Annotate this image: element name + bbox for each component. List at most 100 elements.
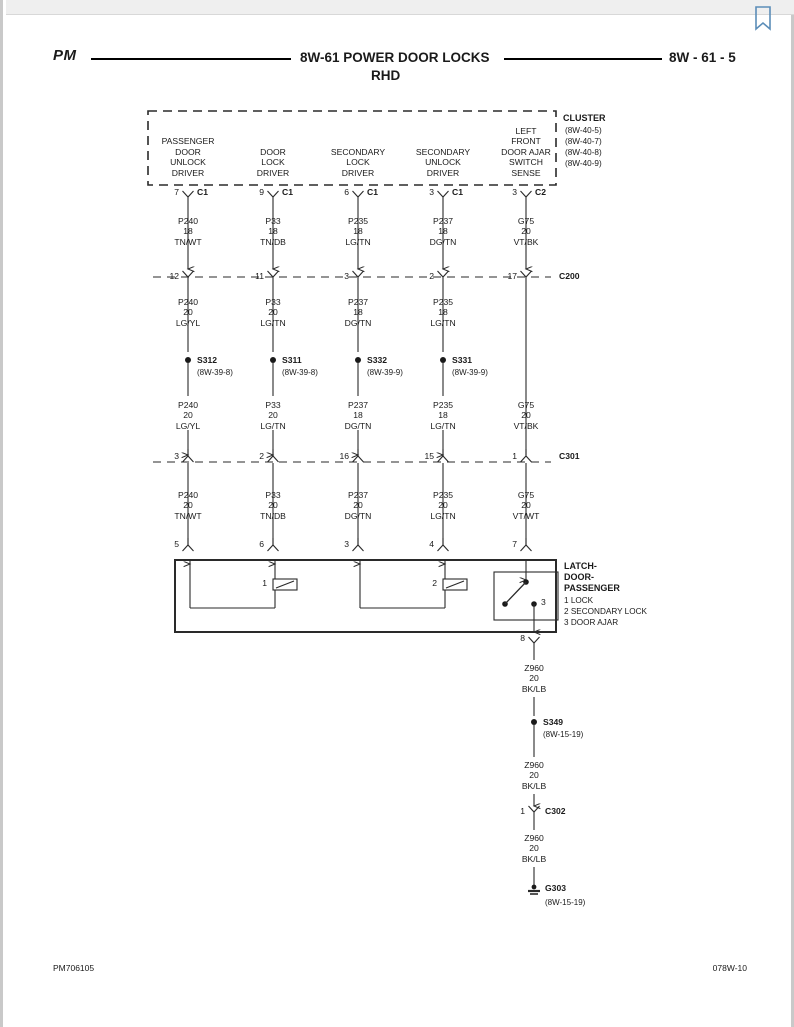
- cluster-connector-3[interactable]: [437, 190, 449, 198]
- ground-wire-label-0-line-1: 20: [529, 673, 539, 684]
- cluster-function-4-line-4: SENSE: [511, 167, 541, 178]
- wire-bottom-label-1-line-2: TN/DB: [260, 510, 286, 521]
- cluster-function-1-line-2: DRIVER: [256, 167, 290, 178]
- switch-terminal-3-label: 3: [541, 597, 546, 607]
- cluster-connector-2[interactable]: [352, 190, 364, 198]
- cluster-function-1-line-0: DOOR: [260, 146, 286, 157]
- wire-top-label-0-line-0: P240: [177, 216, 199, 226]
- c200-pin-number-1: 11: [255, 271, 264, 281]
- wire-bottom-label-0-line-0: P240: [177, 490, 199, 500]
- latch-pin-number-0: 5: [174, 539, 179, 549]
- latch-title-1: DOOR-: [564, 572, 594, 582]
- c200-connector-4[interactable]: [520, 270, 532, 278]
- cluster-function-1-line-1: LOCK: [261, 157, 285, 168]
- c200-pin-number-2: 3: [344, 271, 349, 281]
- wire-bottom-label-3-line-2: LG/TN: [430, 510, 456, 521]
- wire-mid-lower-label-4-line-2: VT/BK: [513, 420, 539, 431]
- switch-arm[interactable]: [504, 581, 527, 605]
- wire-mid-lower-label-0-line-1: 20: [183, 410, 193, 421]
- wire-bottom-label-3-line-0: P235: [432, 490, 454, 500]
- c200-connector-1[interactable]: [267, 270, 279, 278]
- cluster-pin-number-3: 3: [429, 187, 434, 197]
- c200-connector-3[interactable]: [437, 270, 449, 278]
- wire-mid-upper-label-2-line-0: P237: [347, 297, 369, 307]
- latch-connector-1[interactable]: [267, 544, 279, 552]
- cluster-pin-number-2: 6: [344, 187, 349, 197]
- cluster-function-2-line-0: SECONDARY: [330, 146, 386, 157]
- c302-pin-number: 1: [520, 806, 525, 816]
- wire-mid-lower-label-3-line-0: P235: [432, 400, 454, 410]
- cluster-function-0-line-2: UNLOCK: [170, 157, 206, 168]
- wire-top-label-4-line-2: VT/BK: [513, 236, 539, 247]
- cluster-connector-1[interactable]: [267, 190, 279, 198]
- cluster-pin-number-1: 9: [259, 187, 264, 197]
- splice-dot-3: [440, 357, 446, 363]
- c200-connector-2[interactable]: [352, 270, 364, 278]
- cluster-connector-label-4: C2: [535, 187, 546, 197]
- c302-connector[interactable]: [528, 805, 540, 813]
- ground-wire-label-2-line-2: BK/LB: [521, 853, 547, 864]
- wire-top-label-2-line-0: P235: [347, 216, 369, 226]
- footer-left: PM706105: [53, 963, 95, 973]
- c301-connector-0[interactable]: [182, 455, 194, 463]
- latch-out-connector[interactable]: [528, 636, 540, 644]
- bookmark-icon[interactable]: [751, 4, 775, 34]
- latch-legend-0: 1 LOCK: [564, 596, 594, 605]
- wire-mid-upper-label-2-line-2: DG/TN: [344, 317, 372, 328]
- ground-wire-label-1-line-1: 20: [529, 770, 539, 781]
- cluster-function-3-line-1: UNLOCK: [425, 157, 461, 168]
- ground-wire-label-2-line-1: 20: [529, 843, 539, 854]
- cluster-connector-label-2: C1: [367, 187, 378, 197]
- latch-connector-2[interactable]: [352, 544, 364, 552]
- latch-legend-1: 2 SECONDARY LOCK: [564, 607, 647, 616]
- c200-pin-number-3: 2: [429, 271, 434, 281]
- c301-connector-1[interactable]: [267, 455, 279, 463]
- splice-name-3: S331: [452, 355, 473, 365]
- ground-wire-label-1-line-0: Z960: [524, 760, 544, 770]
- manual-code: PM: [53, 47, 77, 64]
- wire-bottom-label-3-line-1: 20: [438, 500, 448, 511]
- wire-bottom-label-2-line-0: P237: [347, 490, 369, 500]
- cluster-connector-label-0: C1: [197, 187, 208, 197]
- c200-connector-0[interactable]: [182, 270, 194, 278]
- latch-connector-3[interactable]: [437, 544, 449, 552]
- splice-ref-2: (8W-39-9): [367, 368, 403, 377]
- cluster-function-4-line-2: DOOR AJAR: [501, 146, 551, 157]
- viewer-topbar: [6, 0, 794, 15]
- footer-right: 078W-10: [712, 963, 747, 973]
- c301-connector-2[interactable]: [352, 455, 364, 463]
- wire-mid-upper-label-1-line-2: LG/TN: [260, 317, 286, 328]
- cluster-function-0-line-1: DOOR: [175, 146, 201, 157]
- motor-id-1: 2: [432, 578, 437, 588]
- cluster-function-0-line-3: DRIVER: [171, 167, 205, 178]
- splice-ref-0: (8W-39-8): [197, 368, 233, 377]
- wire-mid-lower-label-4-line-0: G75: [517, 400, 535, 410]
- wire-mid-upper-label-2-line-1: 18: [353, 307, 363, 318]
- c200-pin-number-0: 12: [169, 271, 179, 281]
- wire-mid-upper-label-1-line-0: P33: [265, 297, 281, 307]
- page-subtitle: RHD: [371, 68, 401, 83]
- cluster-function-4-line-0: LEFT: [515, 126, 537, 136]
- cluster-ref-1: (8W-40-7): [565, 137, 602, 146]
- cluster-connector-label-3: C1: [452, 187, 463, 197]
- wire-bottom-label-2-line-1: 20: [353, 500, 363, 511]
- page-reference: 8W - 61 - 5: [669, 50, 736, 65]
- header-rule-right: [504, 58, 662, 60]
- wire-top-label-4-line-1: 20: [521, 226, 531, 237]
- wiring-diagram: [147, 110, 559, 895]
- c200-pin-number-4: 17: [507, 271, 517, 281]
- cluster-connector-4[interactable]: [520, 190, 532, 198]
- g303-ref: (8W-15-19): [545, 898, 586, 907]
- cluster-function-0-line-0: PASSENGER: [161, 136, 215, 147]
- motor-id-0: 1: [262, 578, 267, 588]
- c301-pin-number-3: 15: [424, 451, 434, 461]
- c301-connector-4[interactable]: [520, 455, 532, 463]
- header-rule-left: [91, 58, 291, 60]
- splice-s349-ref: (8W-15-19): [543, 730, 584, 739]
- c301-connector-3[interactable]: [437, 455, 449, 463]
- c301-pin-number-2: 16: [339, 451, 349, 461]
- cluster-connector-0[interactable]: [182, 190, 194, 198]
- latch-connector-4[interactable]: [520, 544, 532, 552]
- wire-mid-upper-label-3-line-1: 18: [438, 307, 448, 318]
- latch-connector-0[interactable]: [182, 544, 194, 552]
